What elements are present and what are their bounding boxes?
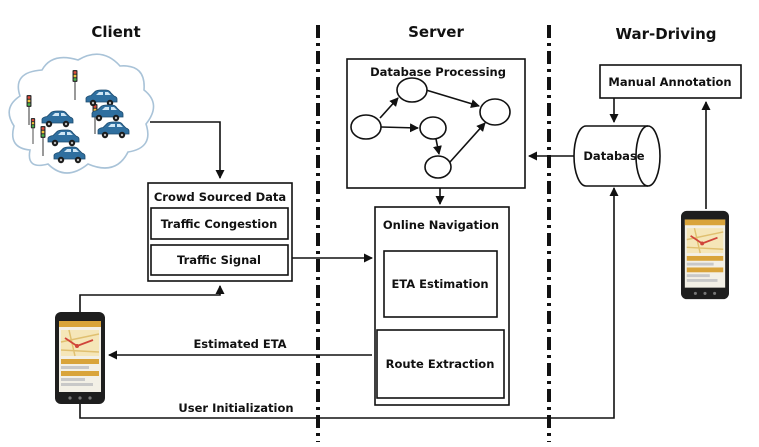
traffic-congestion-label: Traffic Congestion (161, 217, 278, 231)
traffic-signal-label: Traffic Signal (177, 253, 261, 267)
smartphone-icon (55, 312, 105, 404)
eta-estimation-box (383, 250, 498, 318)
traffic-cloud-icon (8, 53, 155, 174)
user-initialization-arrow (79, 187, 619, 419)
smartphone-icon (681, 209, 729, 301)
manual-annotation-box (599, 64, 742, 99)
traffic-signal-box (150, 244, 289, 276)
crowd-sourced-data-title: Crowd Sourced Data (154, 190, 286, 204)
column-title-war-driving: War-Driving (615, 25, 716, 43)
database-processing-box: Database Processing (346, 58, 526, 189)
route-extraction-box (376, 329, 505, 399)
phone-to-crowd-arrow (79, 285, 225, 312)
estimated-eta-label: Estimated ETA (193, 337, 286, 351)
online-navigation-title: Online Navigation (383, 218, 499, 232)
crowd-sourced-data-box: Crowd Sourced Data Traffic Congestion Tr… (147, 182, 293, 282)
online-navigation-box: Online Navigation ETA Estimation Route E… (374, 206, 510, 406)
cloud-to-crowd-arrow (150, 121, 225, 179)
column-title-server: Server (408, 23, 464, 41)
graph-node-icon (350, 77, 511, 179)
database-label: Database (583, 149, 644, 163)
eta-estimation-label: ETA Estimation (391, 277, 488, 291)
user-initialization-label: User Initialization (178, 401, 293, 415)
route-extraction-label: Route Extraction (386, 357, 495, 371)
manual-annotation-label: Manual Annotation (608, 75, 731, 89)
traffic-congestion-box (150, 207, 289, 240)
database-cylinder: Database (573, 125, 661, 187)
database-processing-title: Database Processing (370, 65, 506, 79)
column-title-client: Client (91, 23, 140, 41)
